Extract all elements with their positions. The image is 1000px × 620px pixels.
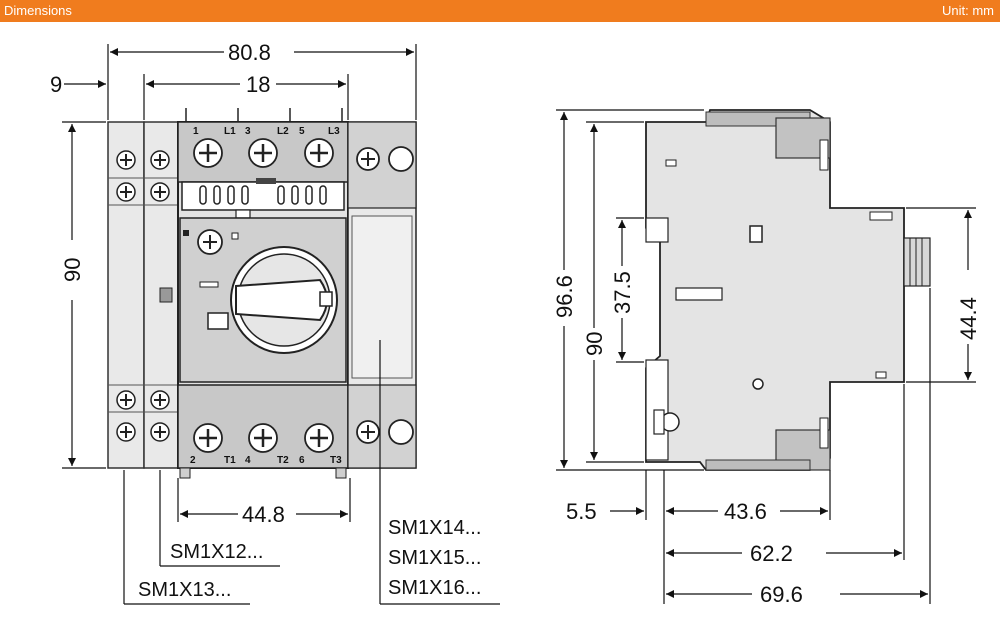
terminal-label: 1 xyxy=(193,126,199,137)
terminal-label: L1 xyxy=(224,126,236,137)
terminal-label: T1 xyxy=(224,455,236,466)
terminal-label: L3 xyxy=(328,126,340,137)
dim-front-height: 44.4 xyxy=(956,297,981,340)
terminal-label: 3 xyxy=(245,126,251,137)
knob-handle xyxy=(235,278,328,322)
terminal-label: L2 xyxy=(277,126,289,137)
contact-window xyxy=(181,181,345,211)
code-left-inner: SM1X12... xyxy=(170,541,263,563)
header-bar: Dimensions Unit: mm xyxy=(0,0,1000,22)
dimension-drawing: 1 L1 3 L2 5 L3 2 T1 4 T2 6 T3 xyxy=(50,40,981,607)
code-right-2: SM1X15... xyxy=(388,547,481,569)
code-right-1: SM1X14... xyxy=(388,517,481,539)
terminal-label: T2 xyxy=(277,455,289,466)
terminal-label: 2 xyxy=(190,455,196,466)
front-view: 1 L1 3 L2 5 L3 2 T1 4 T2 6 T3 xyxy=(50,40,500,605)
dim-depth-mid: 62.2 xyxy=(750,541,793,566)
dim-overall-height: 96.6 xyxy=(552,275,577,318)
dim-mount-spacing: 44.8 xyxy=(242,502,285,527)
dim-aux-width: 9 xyxy=(50,72,62,97)
side-view: 96.6 90 37.5 44.4 5.5 43.6 62.2 69.6 xyxy=(552,109,981,607)
dim-offset: 5.5 xyxy=(566,499,597,524)
code-left-outer: SM1X13... xyxy=(138,579,231,601)
header-title: Dimensions xyxy=(4,3,72,18)
front-dimension-lines xyxy=(62,44,500,605)
terminal-label: 5 xyxy=(299,126,305,137)
dim-pitch: 18 xyxy=(246,72,270,97)
dim-depth-front: 43.6 xyxy=(724,499,767,524)
bottom-terminals: 2 T1 4 T2 6 T3 xyxy=(179,423,347,479)
dim-overall-width: 80.8 xyxy=(228,40,271,65)
knob-shaft xyxy=(903,237,931,287)
top-terminals: 1 L1 3 L2 5 L3 xyxy=(185,108,343,168)
aux-screw-slots xyxy=(120,154,166,438)
aux-block-outer xyxy=(107,121,145,469)
dim-depth-total: 69.6 xyxy=(760,582,803,607)
terminal-label: 6 xyxy=(299,455,305,466)
terminal-label: T3 xyxy=(330,455,342,466)
header-unit: Unit: mm xyxy=(942,3,994,18)
dim-height: 90 xyxy=(60,258,85,282)
code-right-3: SM1X16... xyxy=(388,577,481,599)
dim-din-height: 90 xyxy=(582,332,607,356)
side-dimension-lines xyxy=(556,109,976,604)
dim-rail-offset: 37.5 xyxy=(610,271,635,314)
terminal-label: 4 xyxy=(245,455,251,466)
